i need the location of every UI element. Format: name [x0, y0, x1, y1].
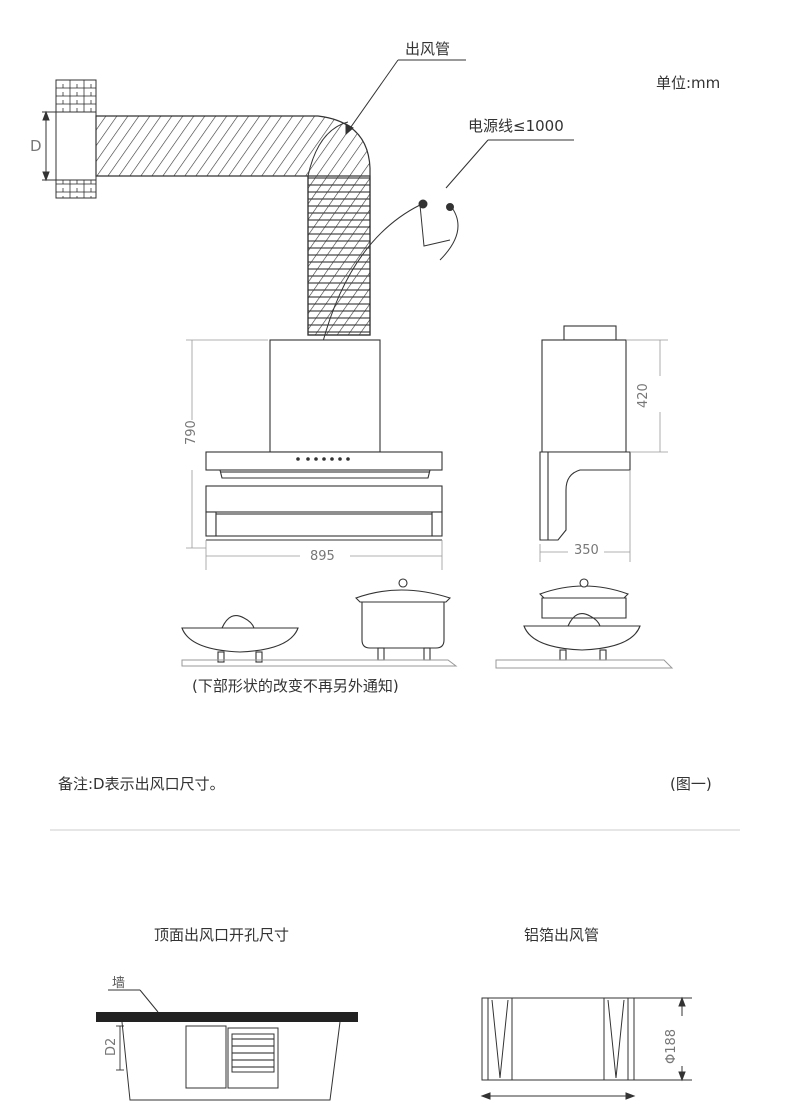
wall-label: 墙	[112, 976, 126, 991]
d-label: D	[30, 137, 42, 155]
hood-side-view	[539, 325, 631, 541]
foil-duct-drawing	[480, 996, 692, 1100]
exhaust-duct	[95, 115, 371, 336]
foil-diameter-label: Φ188	[664, 1028, 679, 1064]
wall-brick	[55, 79, 97, 199]
duct-leader	[345, 59, 466, 136]
side-dimensions	[539, 339, 668, 562]
pot	[355, 578, 452, 661]
remark-text: 备注:D表示出风口尺寸。	[58, 775, 225, 793]
control-buttons	[296, 457, 350, 461]
top-outlet-drawing	[96, 989, 358, 1101]
stove-top	[181, 659, 458, 667]
power-cord	[321, 139, 574, 346]
shape-change-note: (下部形状的改变不再另外通知)	[192, 677, 399, 695]
section-divider	[50, 829, 740, 831]
side-stove	[495, 659, 674, 669]
side-height-dimension-label: 420	[636, 383, 651, 408]
side-pot	[523, 578, 641, 661]
side-depth-dimension-label: 350	[574, 543, 599, 558]
figure-label: (图一)	[670, 775, 712, 793]
duct-label: 出风管	[405, 40, 451, 58]
hood-front-view	[205, 339, 443, 541]
height-dimension	[186, 339, 268, 549]
height-dimension-label: 790	[184, 420, 199, 445]
unit-label: 单位:mm	[656, 74, 721, 92]
foil-duct-title: 铝箔出风管	[524, 926, 600, 944]
d-dimension	[42, 110, 60, 182]
width-dimension	[205, 540, 443, 570]
width-dimension-label: 895	[310, 549, 335, 564]
power-cord-label: 电源线≤1000	[468, 117, 564, 135]
wok	[181, 615, 299, 663]
top-outlet-title: 顶面出风口开孔尺寸	[154, 926, 290, 944]
d2-label: D2	[104, 1037, 119, 1056]
